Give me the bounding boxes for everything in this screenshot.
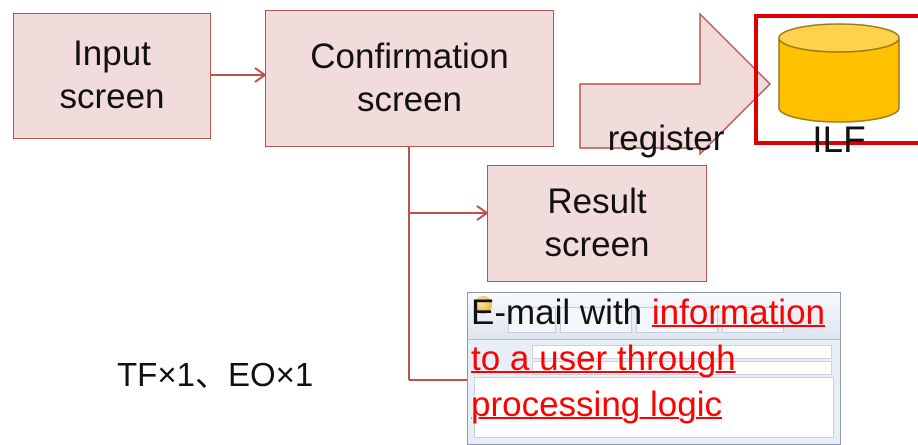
confirmation-screen-label-line2: screen <box>356 79 463 119</box>
email-highlight-line3: processing logic <box>471 385 722 424</box>
ribbon-group <box>508 307 556 333</box>
email-subject-field <box>532 361 832 375</box>
confirmation-screen-label-line1: Confirmation <box>310 36 509 76</box>
confirmation-screen-box: Confirmation screen <box>265 10 554 147</box>
arrow-confirmation-to-result <box>408 147 489 221</box>
email-body-area <box>474 377 834 438</box>
result-screen-label-line1: Result <box>547 181 647 221</box>
result-screen-box: Result screen <box>487 165 707 282</box>
office-orb-icon <box>474 296 492 314</box>
register-label: register <box>607 119 725 158</box>
register-arrow <box>579 12 772 156</box>
arrow-input-to-confirmation <box>211 67 267 83</box>
ilf-database-icon <box>778 23 900 123</box>
result-screen-label-line2: screen <box>544 224 650 264</box>
email-ribbon <box>468 293 840 340</box>
input-screen-box: Input screen <box>13 13 211 139</box>
email-highlight-line1: information <box>651 293 826 332</box>
ribbon-group <box>636 307 718 333</box>
email-description: E-mail with information to a user throug… <box>471 290 911 428</box>
ilf-label: ILF <box>812 119 866 160</box>
ribbon-group <box>722 307 784 333</box>
email-lead-text: E-mail with <box>471 293 652 332</box>
email-highlight-line2: to a user through <box>471 339 736 378</box>
ilf-highlight-frame <box>754 14 918 145</box>
ribbon-group <box>560 307 632 333</box>
input-screen-label-line2: screen <box>59 77 165 116</box>
input-screen-label-line1: Input <box>73 34 151 74</box>
email-window-thumbnail <box>467 292 841 445</box>
email-to-field <box>532 345 832 359</box>
function-count-label: TF×1、EO×1 <box>117 356 314 393</box>
